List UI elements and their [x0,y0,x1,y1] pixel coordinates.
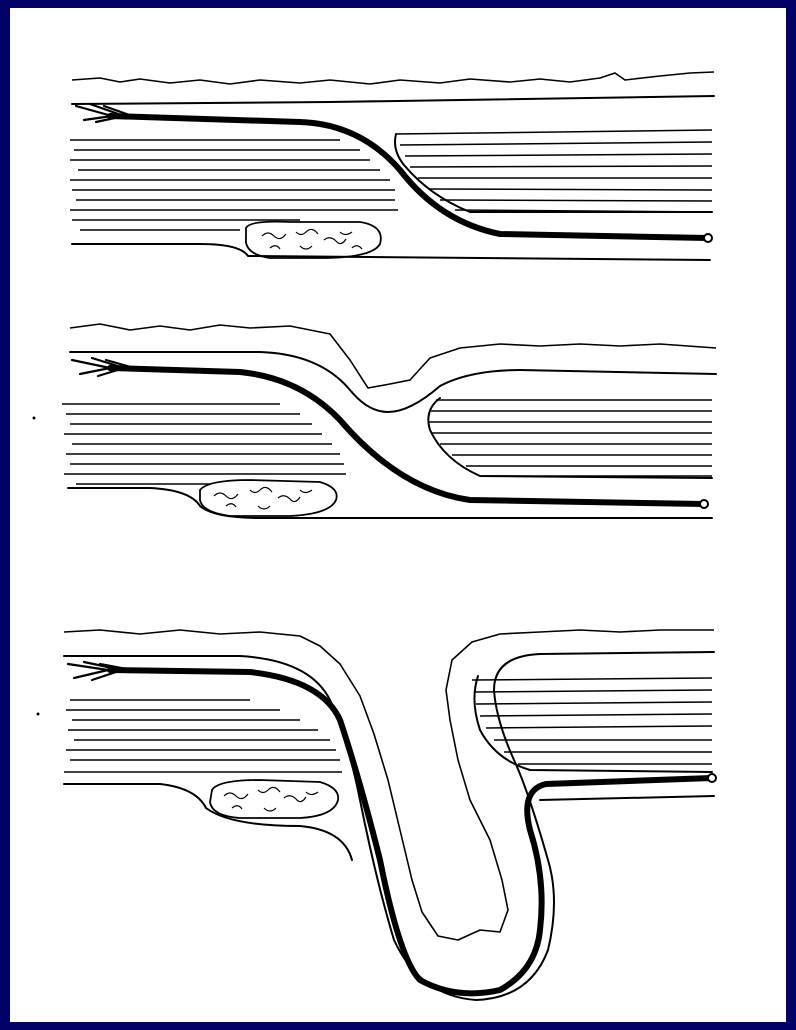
panel-3-wire [110,670,712,993]
panel-3-muscle-right [472,678,712,764]
panel-3-sheath [64,652,714,1000]
diagram-canvas [10,8,786,1022]
panel-1-muscle-left [70,140,398,230]
panel-3-sheath-inner [540,796,714,800]
panel-1-sheath-top [72,96,714,104]
panel-3 [37,630,717,1000]
panel-2-wire-tip [700,500,708,508]
panel-3-dot [37,713,40,716]
panel-1-surface [72,72,714,84]
panel-1-nodule [246,222,381,258]
panel-2-nodule [200,480,337,516]
panel-2-muscle-right [428,400,712,476]
panel-1-bottom [72,244,710,260]
panel-2-dot [33,417,36,420]
panel-2 [33,324,717,518]
panel-3-arrow [68,662,132,680]
panel-1 [70,72,714,260]
panel-1-wire-tip [704,234,712,242]
figure-frame [10,8,786,1022]
panel-2-muscle-left [62,404,346,484]
panel-2-surface [70,324,716,388]
panel-3-wire-tip [708,774,716,782]
panel-3-muscle-left [64,700,342,772]
panel-3-nodule [210,780,338,818]
panel-2-sheath-top [70,352,716,412]
